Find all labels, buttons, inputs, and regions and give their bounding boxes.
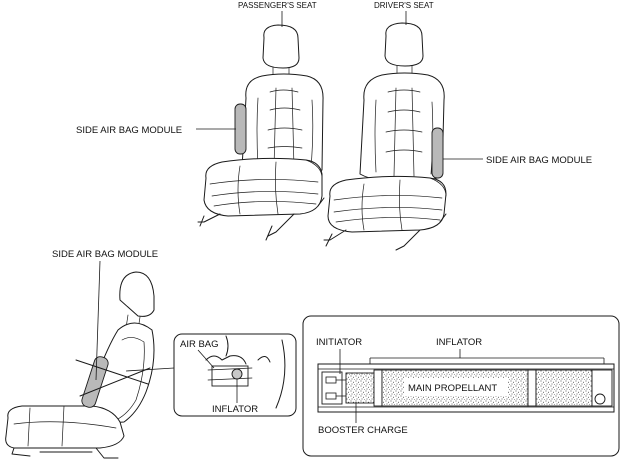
main-propellant-label: MAIN PROPELLANT <box>408 383 497 394</box>
inflator-detail-label: INFLATOR <box>212 404 258 415</box>
driver-seat-label: DRIVER'S SEAT <box>374 1 434 10</box>
inflator-section-label: INFLATOR <box>436 337 482 348</box>
inflator-cross-section <box>302 315 620 457</box>
passenger-side-airbag-label: SIDE AIR BAG MODULE <box>76 125 182 136</box>
initiator-label: INITIATOR <box>316 337 362 348</box>
side-view-airbag-module <box>81 356 109 408</box>
passenger-side-airbag-module <box>234 103 247 155</box>
side-view-airbag-label: SIDE AIR BAG MODULE <box>52 249 158 260</box>
driver-side-airbag-label: SIDE AIR BAG MODULE <box>486 155 592 166</box>
passenger-seat-illustration <box>197 24 325 241</box>
air-bag-label: AIR BAG <box>180 339 219 350</box>
booster-charge-label: BOOSTER CHARGE <box>318 425 408 436</box>
airbag-detail-view <box>173 333 297 417</box>
driver-side-airbag-module <box>431 127 444 179</box>
driver-seat-illustration <box>323 22 447 251</box>
passenger-seat-label: PASSENGER'S SEAT <box>238 1 317 10</box>
side-view-seat-illustration <box>5 271 155 459</box>
